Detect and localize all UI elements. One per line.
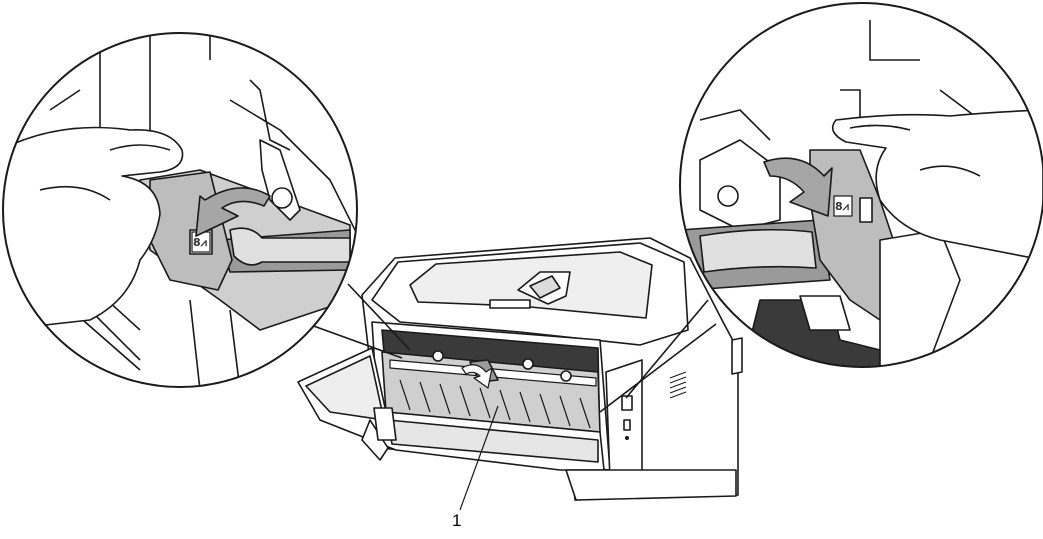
down-arrow-icon	[763, 157, 833, 217]
left-detail-circle: 8⩘	[2, 32, 358, 388]
callout-1: 1	[452, 405, 499, 530]
lever-release-icon: 8⩘	[191, 231, 211, 253]
right-detail-circle: 8⩘	[679, 2, 1043, 368]
printer	[297, 237, 743, 501]
left-hand	[3, 126, 184, 331]
lever-release-icon: 8⩘	[833, 195, 853, 217]
down-arrow-icon	[461, 364, 493, 389]
svg-text:8⩘: 8⩘	[835, 200, 850, 213]
svg-text:8⩘: 8⩘	[193, 236, 208, 249]
right-hand	[831, 109, 1043, 261]
down-arrow-icon	[195, 187, 271, 237]
callout-label: 1	[452, 511, 461, 530]
